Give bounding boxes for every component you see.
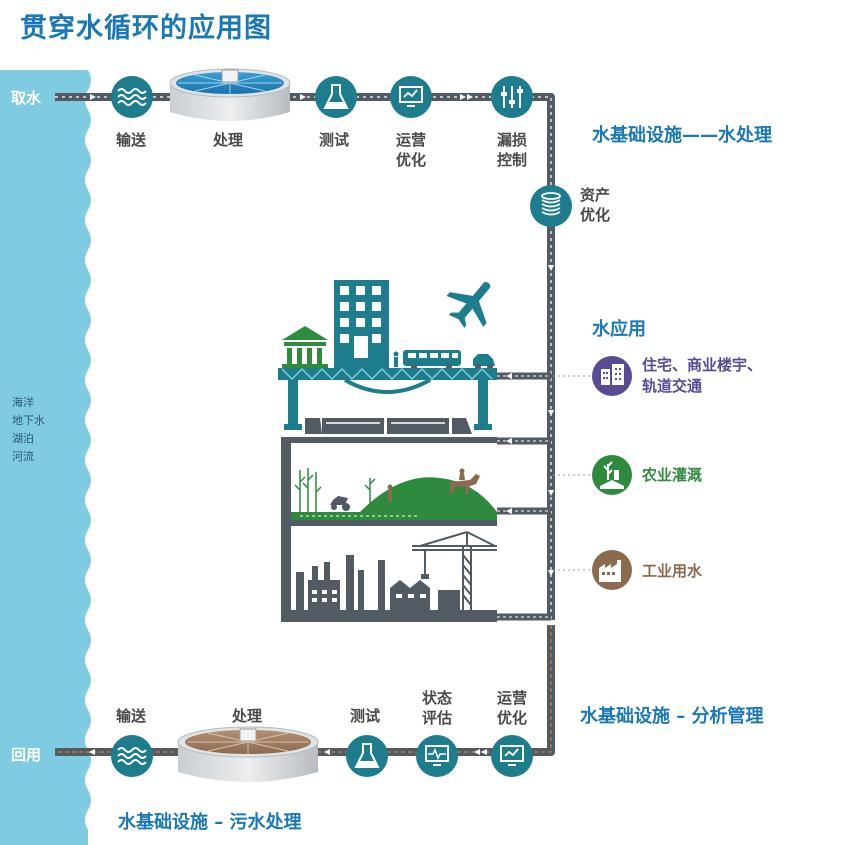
coins-icon: [530, 185, 572, 227]
monitor-icon: [390, 76, 432, 118]
flask-icon-bottom: [346, 735, 388, 777]
bottom-treat-label: 处理: [232, 707, 263, 725]
person: [393, 351, 399, 367]
section-application: 水应用: [592, 319, 646, 340]
monitor-icon-bottom: [491, 735, 533, 777]
urban-label: 住宅、商业楼宇、轨道交通: [642, 356, 763, 395]
page-title: 贯穿水循环的应用图: [20, 13, 272, 44]
bottom-test-label: 测试: [350, 707, 381, 725]
top-ops-label: 运营优化: [395, 131, 426, 169]
horse-rider: [449, 468, 480, 494]
bridge-deck: [278, 367, 497, 430]
source-groundwater: 地下水: [12, 414, 45, 427]
agriculture-level: [281, 437, 497, 621]
bottom-status-label: 状态评估: [421, 689, 452, 727]
train: [305, 418, 472, 434]
factory-icon: [592, 550, 632, 590]
bottom-convey-label: 输送: [116, 707, 147, 725]
building-icon: [592, 356, 632, 396]
building-tower: [334, 280, 389, 368]
bottom-ops-label: 运营优化: [496, 689, 527, 727]
building-bank: [282, 326, 328, 368]
monitor-pulse-icon: [416, 735, 458, 777]
top-treat-label: 处理: [213, 131, 244, 149]
intake-label: 取水: [11, 89, 42, 107]
waves-icon: [111, 76, 153, 118]
clarifier-tank-top: [169, 68, 291, 121]
section-wastewater: 水基础设施 – 污水处理: [118, 812, 302, 833]
bus: [403, 350, 461, 370]
waves-icon-bottom: [111, 735, 153, 777]
source-lake: 湖泊: [12, 432, 34, 445]
asset-label: 资产优化: [580, 186, 611, 224]
water-source-band: [0, 70, 91, 845]
flask-icon: [315, 76, 357, 118]
car: [473, 354, 495, 370]
industry-level: [281, 520, 497, 622]
reuse-label: 回用: [11, 746, 42, 764]
crane: [412, 531, 497, 610]
top-test-label: 测试: [319, 131, 350, 149]
source-river: 河流: [12, 450, 34, 463]
section-analytics: 水基础设施 – 分析管理: [580, 706, 764, 727]
wheat-icon: [592, 455, 632, 495]
airplane-icon: [446, 282, 491, 328]
agri-label: 农业灌溉: [642, 466, 703, 484]
top-leak-label: 漏损控制: [496, 131, 527, 169]
top-convey-label: 输送: [116, 131, 147, 149]
clarifier-tank-bottom: [177, 726, 319, 782]
sliders-icon: [491, 76, 533, 118]
branch-pipes: [497, 372, 551, 621]
source-ocean: 海洋: [12, 396, 34, 409]
flow-arrows: [90, 94, 554, 576]
section-water-treatment: 水基础设施——水处理: [592, 125, 772, 146]
water-sources-list: 海洋 地下水 湖泊 河流: [12, 394, 45, 466]
industry-label: 工业用水: [642, 562, 703, 580]
